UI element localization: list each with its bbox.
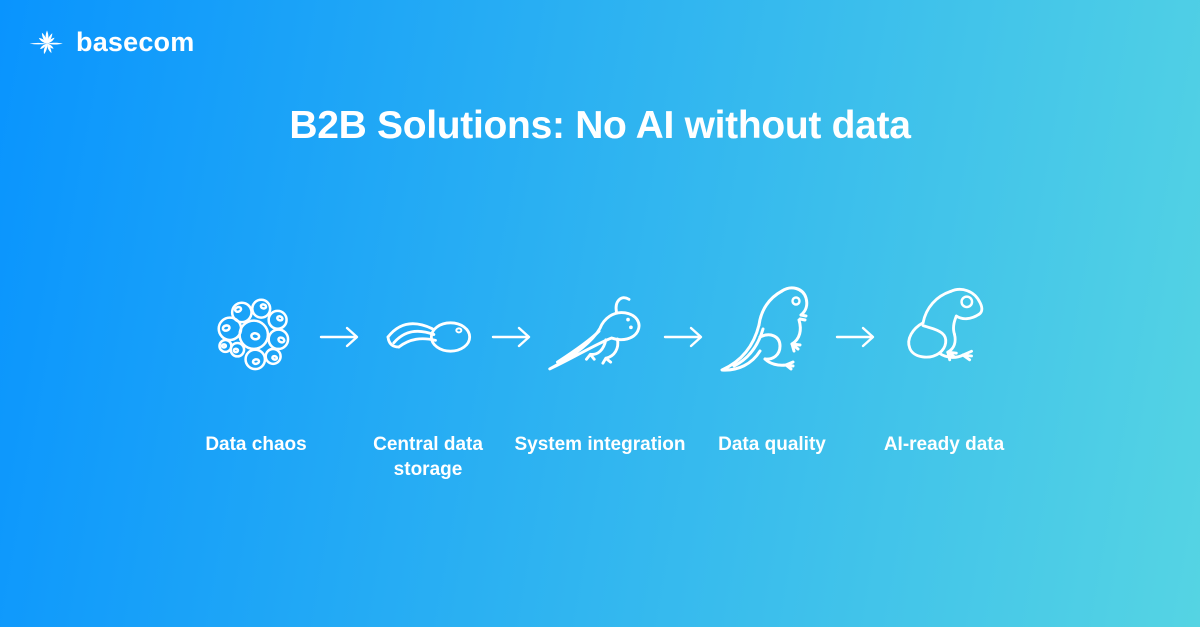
froglet-with-tail-icon xyxy=(720,286,809,372)
arrow-right-icon xyxy=(663,326,703,348)
brand-logo: basecom xyxy=(27,22,194,62)
starburst-icon xyxy=(29,30,63,55)
stage-data-quality: Data quality xyxy=(686,270,858,482)
stage-label: Data quality xyxy=(718,434,826,455)
frog-eggs-icon xyxy=(217,298,290,371)
stage-icon-box xyxy=(170,270,342,404)
arrow-right-icon xyxy=(491,326,531,348)
tadpole-with-legs-icon xyxy=(548,296,641,371)
stage-data-chaos: Data chaos xyxy=(170,270,342,482)
stage-label: AI-ready data xyxy=(883,434,1005,455)
stage-system-integration: System integration xyxy=(514,270,686,482)
lifecycle-diagram: Data chaos Cen xyxy=(170,270,1030,482)
stage-label: System integration xyxy=(514,434,686,455)
stage-ai-ready-data: AI-ready data xyxy=(858,270,1030,482)
stage-icon-box xyxy=(514,270,686,404)
stage-label: Central data storage xyxy=(373,434,483,480)
stage-icon-box xyxy=(686,270,858,404)
stage-label: Data chaos xyxy=(205,434,307,455)
stage-icon-box xyxy=(342,270,514,404)
adult-frog-icon xyxy=(907,288,984,362)
tadpole-icon xyxy=(386,321,472,353)
stage-icon-box xyxy=(858,270,1030,404)
arrow-right-icon xyxy=(319,326,359,348)
brand-name: basecom xyxy=(76,26,195,57)
arrow-right-icon xyxy=(835,326,875,348)
page-title: B2B Solutions: No AI without data xyxy=(289,104,911,147)
stage-central-data-storage: Central data storage xyxy=(342,270,514,482)
